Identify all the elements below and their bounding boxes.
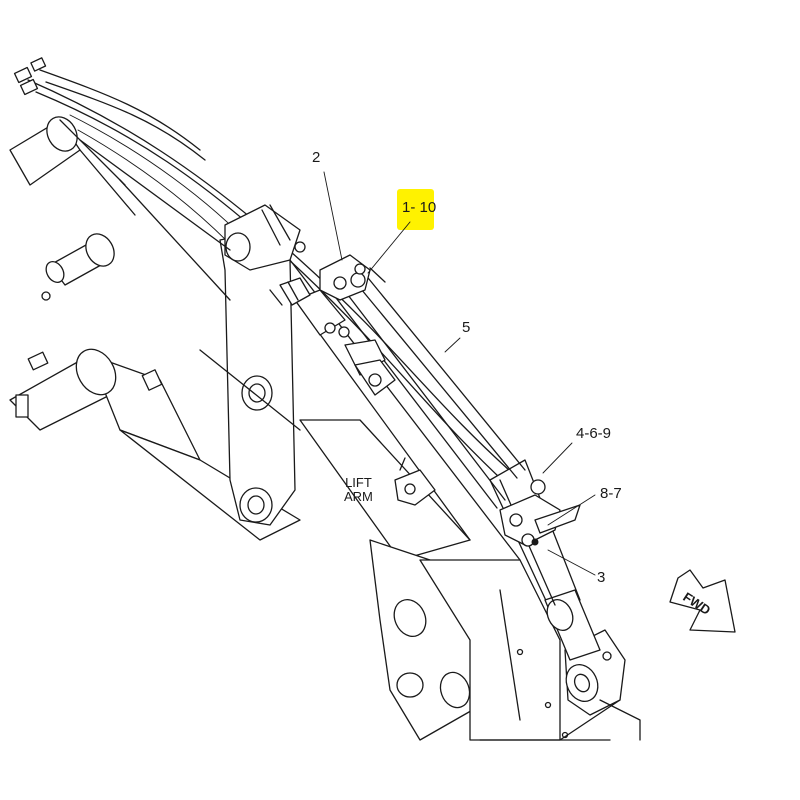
upper-clamp (224, 204, 306, 271)
callout-2: 2 (312, 149, 321, 166)
callout-8-7: 8-7 (600, 485, 622, 502)
hose-clamp-cluster (269, 277, 396, 396)
fwd-arrow-icon (669, 569, 736, 633)
clamp-2 (319, 254, 386, 301)
upper-cylinder (9, 116, 136, 216)
lift-label: LIFT (345, 475, 372, 490)
pin-assembly (41, 233, 115, 301)
hose-fittings-top (13, 57, 47, 96)
callout-3: 3 (597, 569, 606, 586)
lift-arm-plate (219, 229, 296, 526)
callout-5: 5 (462, 319, 471, 336)
leader-lines (323, 171, 596, 576)
tube-5 (329, 261, 526, 509)
lower-clamp (394, 457, 436, 506)
arm-label: ARM (344, 489, 373, 505)
callout-1-10: 1- 10 (402, 199, 437, 216)
lift-arm-label: LIFT ARM (344, 475, 373, 505)
hose-lines (27, 69, 521, 493)
callout-highlight (397, 189, 434, 230)
boom-body (79, 139, 621, 741)
callout-4-6-9: 4-6-9 (576, 425, 612, 442)
